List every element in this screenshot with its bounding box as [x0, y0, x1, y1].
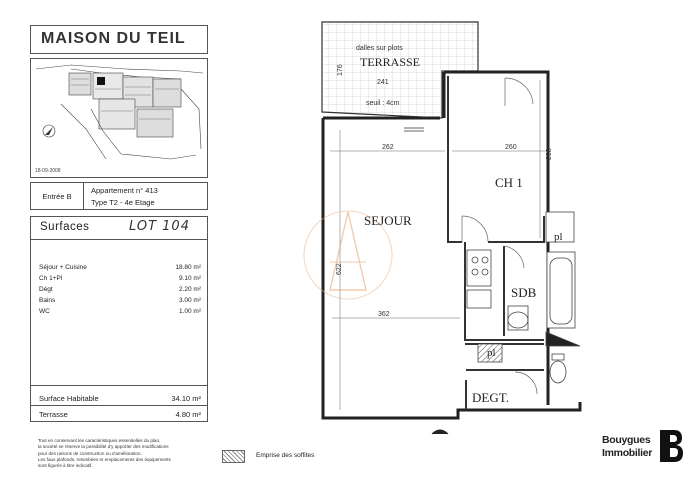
north-arrow-icon — [42, 124, 56, 138]
ch1-depth-dim: 298 — [546, 148, 553, 160]
surfaces-title: Surfaces — [40, 221, 90, 233]
disclaimer-text: Tout en conservant les caractéristiques … — [38, 438, 171, 469]
interior-walls — [447, 76, 545, 410]
exterior-walls — [321, 70, 582, 420]
ch1-width-dim: 260 — [505, 144, 517, 151]
logo-mark-icon — [660, 430, 683, 462]
room-label-pl-ch1: pl — [554, 231, 563, 243]
site-plan-drawing — [35, 64, 204, 160]
dimension-lines — [330, 80, 546, 410]
location-map: 18-09-2008 — [30, 58, 208, 178]
terrace-depth-dim: 176 — [337, 64, 344, 76]
bathroom-fixtures — [477, 211, 581, 384]
terrace-title: TERRASSE — [360, 55, 420, 69]
room-label-pl-degt: pl — [487, 347, 496, 359]
apartment-floor-plan: TERRASSE dalles sur plots 241 seuil : 4c… — [303, 21, 582, 435]
room-label-degt: DEGT. — [472, 390, 509, 405]
logo-line2: Immobilier — [602, 447, 653, 459]
logo-line1: Bouygues — [602, 434, 651, 446]
terrace-note: dalles sur plots — [356, 45, 403, 52]
room-label-ch1: CH 1 — [495, 175, 523, 190]
room-label-sejour: SEJOUR — [364, 213, 412, 228]
surfaces-header: Surfaces LOT 104 — [31, 217, 207, 240]
map-date: 18-09-2008 — [35, 168, 61, 174]
apartment-info-box: Entrée B Appartement n° 413 Type T2 - 4e… — [30, 182, 208, 210]
entrance-marker — [431, 429, 449, 435]
soffit-legend-label: Emprise des soffites — [256, 452, 315, 459]
terrace: TERRASSE dalles sur plots 241 seuil : 4c… — [321, 21, 479, 119]
bouygues-immobilier-logo: Bouygues Immobilier — [600, 430, 692, 464]
kitchen-units — [466, 249, 492, 309]
sill-note: seuil : 4cm — [366, 100, 400, 107]
sejour-lower-width-dim: 362 — [378, 311, 390, 318]
terrace-width-dim: 241 — [377, 79, 389, 86]
project-title: MAISON DU TEIL — [41, 30, 186, 47]
sejour-depth-dim: 622 — [336, 263, 343, 275]
room-label-sdb: SDB — [511, 285, 537, 300]
project-title-box: MAISON DU TEIL — [30, 25, 208, 54]
apartment-type: Type T2 - 4e Etage — [91, 198, 155, 207]
divider — [31, 385, 207, 386]
apartment-location-marker — [97, 77, 105, 85]
apartment-number: Appartement n° 413 — [91, 186, 158, 195]
lot-number: LOT 104 — [129, 219, 190, 234]
door-swings — [461, 77, 538, 395]
agency-watermark — [303, 210, 393, 300]
sejour-width-dim: 262 — [382, 144, 394, 151]
surfaces-table: Surfaces LOT 104 Séjour + Cuisine 18.80 … — [30, 216, 208, 422]
divider — [31, 405, 207, 406]
apartment-entry: Entrée B — [31, 183, 84, 209]
hatch-legend-icon — [222, 450, 245, 463]
